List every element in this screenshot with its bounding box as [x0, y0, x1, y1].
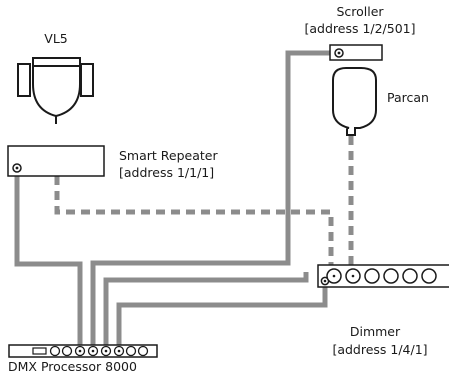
dmx-port-7 — [125, 345, 137, 357]
dmx-port-1 — [49, 345, 61, 357]
dmx-processor-display — [32, 347, 47, 355]
dimmer-channel-6 — [421, 268, 437, 284]
smart-repeater-address: [address 1/1/1] — [119, 165, 215, 180]
dimmer-channel-3 — [364, 268, 380, 284]
cable-processor-to-scroller — [90, 50, 336, 346]
dmx-processor-label: DMX Processor 8000 — [8, 359, 137, 374]
scroller-box — [329, 44, 383, 61]
dmx-processor-unit — [8, 344, 158, 358]
smart-repeater-box — [7, 145, 105, 177]
dimmer-address: [address 1/4/1] — [332, 342, 428, 357]
parcan-label: Parcan — [387, 90, 429, 105]
dimmer-channel-5 — [402, 268, 418, 284]
cable-repeater-to-processor — [14, 176, 83, 346]
dashed-link-repeater-to-dimmer — [54, 176, 334, 268]
smart-repeater-label: Smart Repeater — [119, 148, 218, 163]
dmx-port-2 — [61, 345, 73, 357]
cable-processor-to-repeater — [103, 272, 309, 346]
scroller-address: [address 1/2/501] — [304, 21, 416, 36]
vl5-fixture-icon — [17, 57, 94, 124]
dmx-port-8 — [137, 345, 149, 357]
dimmer-channel-4 — [383, 268, 399, 284]
cable-processor-to-dimmer — [116, 285, 328, 346]
scroller-label: Scroller — [336, 4, 384, 19]
vl5-label: VL5 — [44, 31, 68, 46]
dimmer-label: Dimmer — [349, 324, 401, 339]
dimmer-rack — [317, 264, 449, 288]
parcan-fixture-icon — [332, 67, 377, 136]
